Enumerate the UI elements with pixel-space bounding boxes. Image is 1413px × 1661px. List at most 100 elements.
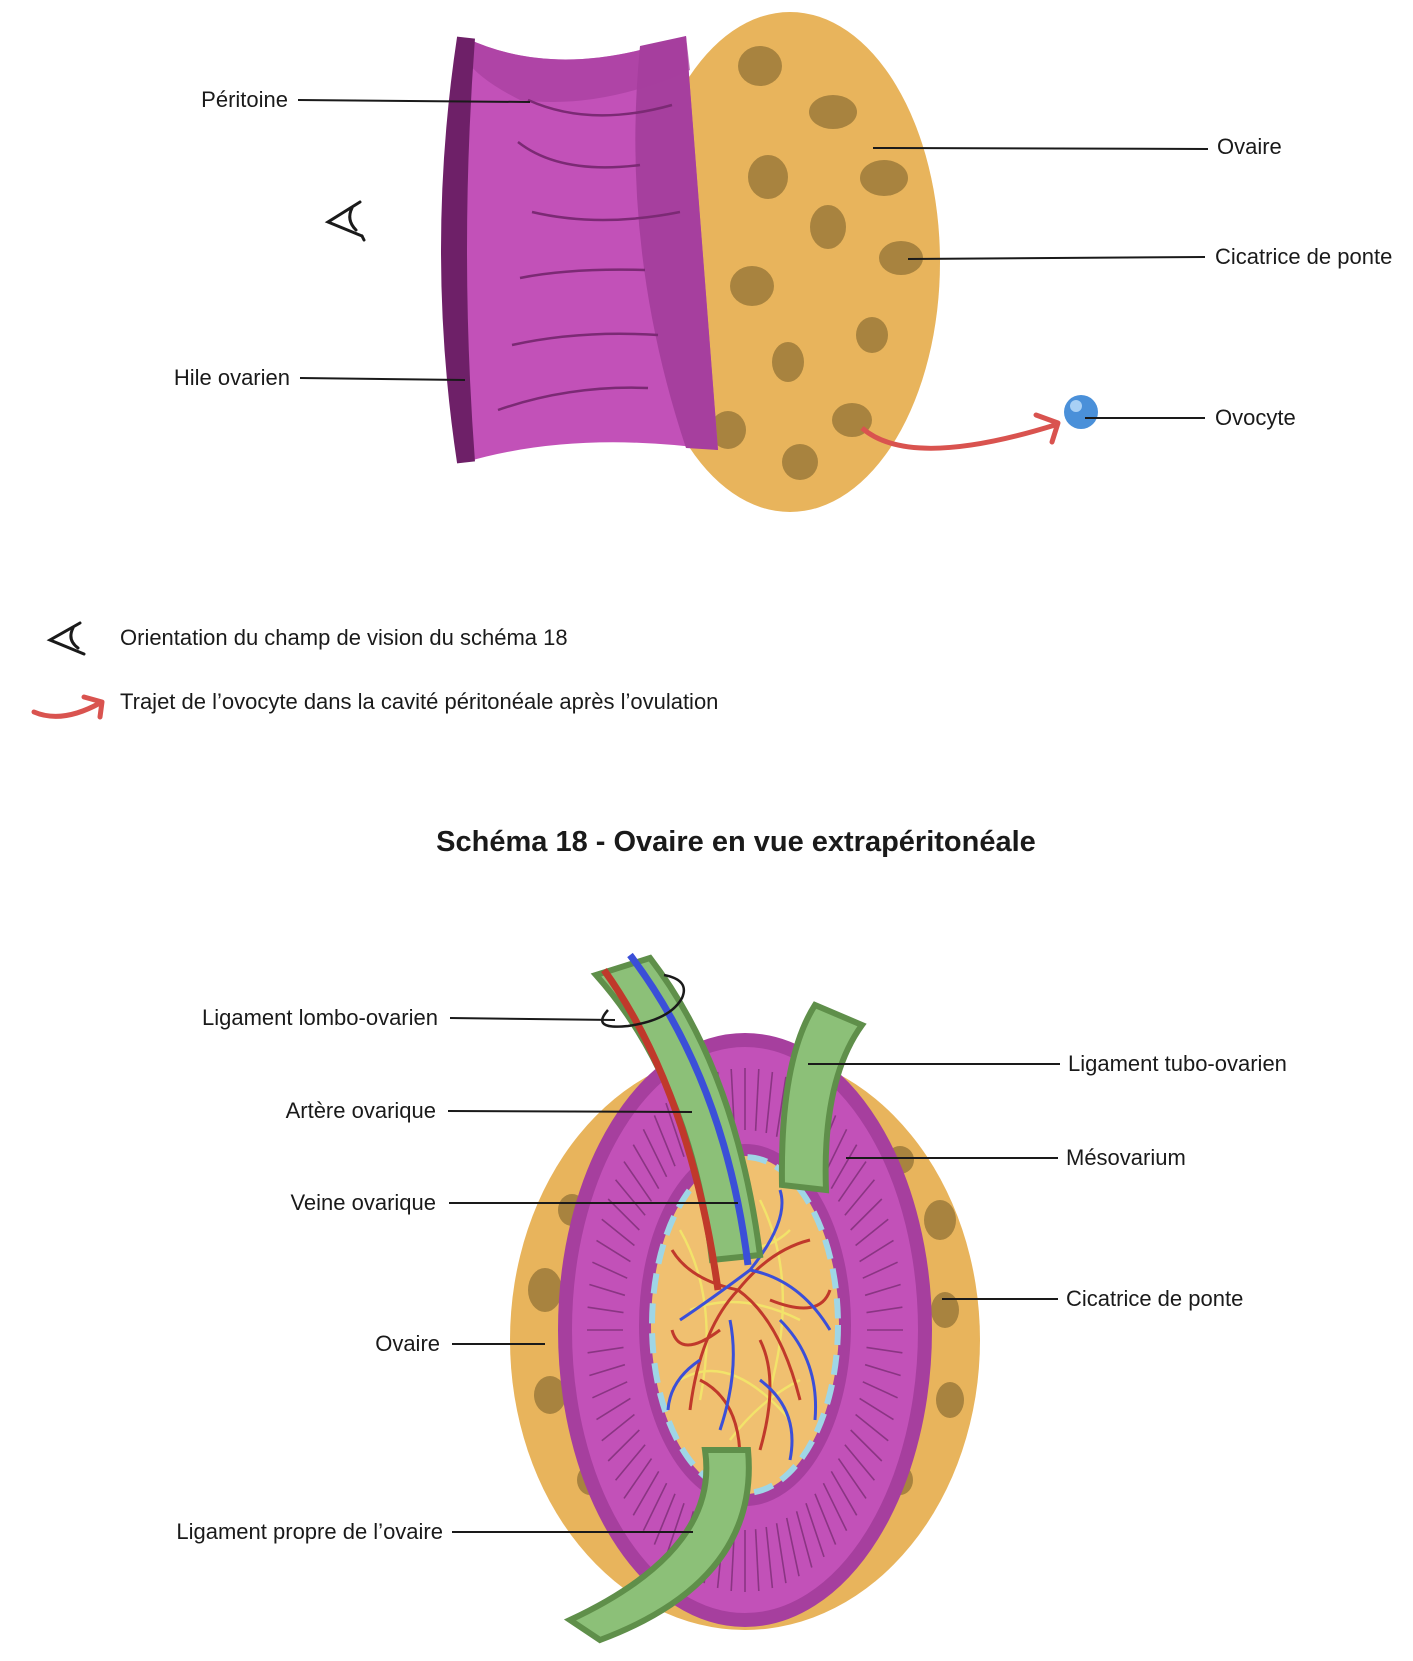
oocyte xyxy=(1064,395,1098,429)
legend: Orientation du champ de vision du schéma… xyxy=(31,621,718,720)
mesovarium-tick xyxy=(814,1493,837,1545)
mesovarium-tick xyxy=(830,1144,858,1190)
mesovarium-tick xyxy=(614,1179,646,1216)
mesovarium-tick xyxy=(822,1482,848,1532)
scar-spot xyxy=(809,95,857,129)
mesovarium-tick xyxy=(866,1346,903,1354)
scar-spot xyxy=(936,1382,964,1418)
label-tubo: Ligament tubo-ovarien xyxy=(1068,1051,1287,1076)
mesovarium-tick xyxy=(785,1517,800,1577)
mesovarium-tick xyxy=(754,1068,760,1131)
mesovarium-tick xyxy=(850,1198,883,1231)
peritoneum-top-band xyxy=(466,36,690,102)
ovarian-vein xyxy=(627,952,752,1266)
scar-spot xyxy=(856,317,888,353)
mesovarium-tick xyxy=(837,1161,867,1202)
mesovarium-tick xyxy=(589,1363,626,1377)
scar-spot xyxy=(738,46,782,86)
label-mesovarium: Mésovarium xyxy=(1066,1145,1186,1170)
label-veine: Veine ovarique xyxy=(290,1190,436,1215)
mesovarium-tick xyxy=(596,1397,631,1421)
top-ovary-body xyxy=(640,12,940,512)
mesovarium-tick xyxy=(589,1283,626,1297)
leader-cicatrice-top xyxy=(907,256,1206,260)
mesovarium-tick xyxy=(862,1381,898,1399)
mesovarium-tick xyxy=(864,1283,901,1297)
mesovarium-tick xyxy=(805,1502,825,1558)
mesovarium-tick xyxy=(855,1218,889,1247)
mesovarium-tick xyxy=(632,1470,660,1516)
mesovarium-tick xyxy=(844,1444,876,1481)
label-ovaire-bottom: Ovaire xyxy=(375,1331,440,1356)
mesovarium-tick xyxy=(587,1306,624,1314)
scar-spot xyxy=(879,241,923,275)
label-ovaire-top: Ovaire xyxy=(1217,134,1282,159)
mesovarium-tick xyxy=(601,1413,635,1442)
legend-eye-icon xyxy=(46,621,86,656)
scar-spot xyxy=(748,155,788,199)
scar-spot xyxy=(782,444,818,480)
leader-ovaire-top xyxy=(872,147,1209,150)
label-cicatrice-top: Cicatrice de ponte xyxy=(1215,244,1392,269)
mesovarium-tick xyxy=(862,1261,898,1279)
mesovarium-tick xyxy=(754,1529,760,1592)
legend-text-arrow: Trajet de l’ovocyte dans la cavité périt… xyxy=(120,689,718,714)
scar-spot xyxy=(528,1268,562,1312)
leader-peritoine xyxy=(297,99,531,103)
label-artere: Artère ovarique xyxy=(286,1098,436,1123)
mesovarium-tick xyxy=(837,1458,867,1499)
mesovarium-tick xyxy=(765,1071,774,1134)
mesovarium-tick xyxy=(587,1346,624,1354)
peritoneum-folds xyxy=(497,98,681,412)
label-lombo: Ligament lombo-ovarien xyxy=(202,1005,438,1030)
leader-lombo xyxy=(449,1017,616,1021)
mesovarium-tick xyxy=(830,1470,858,1516)
scar-spot xyxy=(924,1200,956,1240)
mesovarium-tick xyxy=(642,1482,668,1532)
scar-spot xyxy=(810,205,846,249)
mesovarium-tick xyxy=(795,1511,813,1568)
legend-text-eye: Orientation du champ de vision du schéma… xyxy=(120,625,568,650)
mesovarium-tick xyxy=(775,1523,787,1584)
mesovarium-tick xyxy=(596,1239,631,1263)
legend-arrow-icon xyxy=(31,694,105,720)
mesovarium-tick xyxy=(653,1115,676,1167)
label-peritoine: Péritoine xyxy=(201,87,288,112)
mesovarium-tick xyxy=(607,1198,640,1231)
mesovarium-tick xyxy=(859,1397,894,1421)
mesovarium-tick xyxy=(859,1239,894,1263)
mesovarium-tick xyxy=(850,1429,883,1462)
ovulation-arrow xyxy=(860,422,1056,451)
scar-spot xyxy=(534,1376,566,1414)
scar-spot xyxy=(730,266,774,306)
mesovarium-tick xyxy=(642,1128,668,1178)
mesovarium-tick xyxy=(665,1502,685,1558)
mesovarium-tick xyxy=(623,1458,653,1499)
mesovarium-tick xyxy=(632,1144,660,1190)
mesovarium-tick xyxy=(855,1413,889,1442)
vein-network xyxy=(666,1189,832,1461)
scar-spot xyxy=(772,342,804,382)
mesovarium-tick xyxy=(614,1444,646,1481)
mesovarium-tick xyxy=(775,1076,787,1137)
label-cicatrice-bottom: Cicatrice de ponte xyxy=(1066,1286,1243,1311)
bottom-ovary-diagram: Ligament lombo-ovarien Artère ovarique V… xyxy=(176,952,1287,1644)
hilum-border xyxy=(649,1154,841,1496)
mesovarium-tick xyxy=(653,1493,676,1545)
top-scars xyxy=(710,46,923,480)
label-hile: Hile ovarien xyxy=(174,365,290,390)
ovarian-artery xyxy=(601,967,722,1291)
mesovarium-tick xyxy=(844,1179,876,1216)
scar-spot xyxy=(860,160,908,196)
mesovarium-tick xyxy=(592,1261,628,1279)
mesovarium-tick xyxy=(601,1218,635,1247)
proper-ovarian-ligament xyxy=(563,1447,752,1644)
mesovarium-tick xyxy=(623,1161,653,1202)
leader-artere xyxy=(447,1110,693,1113)
ligament-loop xyxy=(601,973,686,1028)
oocyte-highlight xyxy=(1070,400,1082,412)
mesovarium-tick xyxy=(866,1306,903,1314)
mesovarium-tick xyxy=(607,1429,640,1462)
